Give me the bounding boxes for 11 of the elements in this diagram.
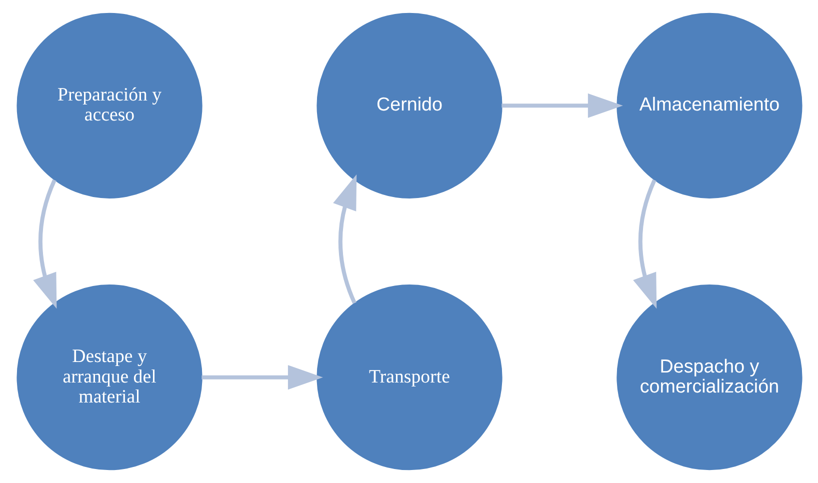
node-circle: Destape y arranque del material <box>16 284 202 470</box>
node-circle: Preparación y acceso <box>16 12 202 198</box>
node-circle: Transporte <box>316 284 502 470</box>
node-circle: Cernido <box>316 12 502 198</box>
arrow <box>632 179 656 309</box>
arrow <box>501 93 622 118</box>
arrow <box>201 365 322 390</box>
arrow <box>332 174 356 304</box>
node-circle: Despacho y comercialización <box>616 284 802 470</box>
arrow <box>32 179 56 309</box>
node-circle: Almacenamiento <box>616 12 802 198</box>
